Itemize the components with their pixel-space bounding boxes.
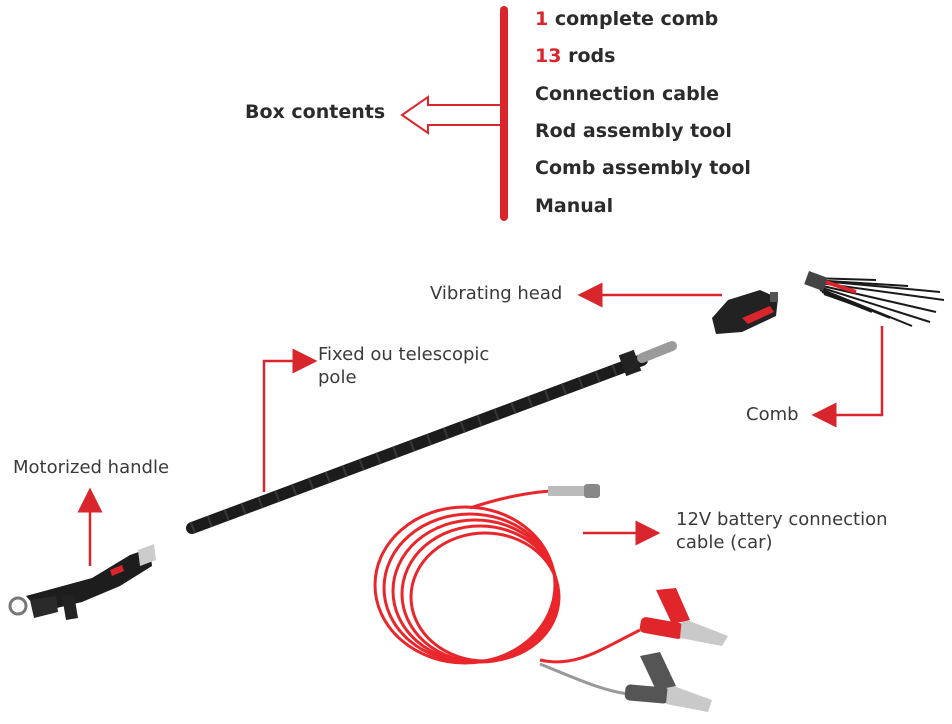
pole-image — [186, 341, 677, 534]
box-item-rods: 13 rods — [535, 45, 615, 67]
cable-connector — [548, 484, 600, 498]
motorized-handle-image — [8, 544, 156, 620]
item-label: Rod assembly tool — [535, 120, 732, 142]
black-clamp — [624, 652, 712, 712]
item-label: Comb assembly tool — [535, 157, 751, 179]
comb-image — [804, 271, 945, 327]
comb-arrow — [811, 326, 884, 428]
pole-label-line1: Fixed ou telescopic — [318, 344, 490, 365]
red-clamp — [639, 588, 728, 646]
item-label: Manual — [535, 195, 614, 217]
item-count: 1 — [535, 8, 549, 30]
box-contents-bar — [500, 6, 508, 221]
vibrating-head-image — [712, 290, 778, 334]
box-item-connection-cable: Connection cable — [535, 83, 719, 105]
item-label: complete comb — [548, 8, 719, 30]
box-item-rod-assembly-tool: Rod assembly tool — [535, 120, 732, 142]
battery-cable-label-line1: 12V battery connection — [676, 509, 888, 530]
box-contents-title: Box contents — [245, 101, 386, 123]
pole-label-line2: pole — [318, 367, 357, 388]
motorized-handle-label: Motorized handle — [13, 457, 170, 478]
comb-label: Comb — [746, 404, 799, 425]
battery-cable-label-line2: cable (car) — [676, 532, 773, 553]
box-item-manual: Manual — [535, 195, 613, 217]
vibrating-head-label: Vibrating head — [430, 283, 563, 304]
item-count: 13 — [535, 45, 562, 67]
battery-cable-image — [373, 489, 641, 696]
item-label: rods — [561, 45, 616, 67]
box-item-complete-comb: 1 complete comb — [535, 8, 718, 30]
box-item-comb-assembly-tool: Comb assembly tool — [535, 157, 751, 179]
item-label: Connection cable — [535, 83, 720, 105]
pole-arrow — [262, 348, 318, 492]
box-contents-arrow — [400, 95, 500, 135]
